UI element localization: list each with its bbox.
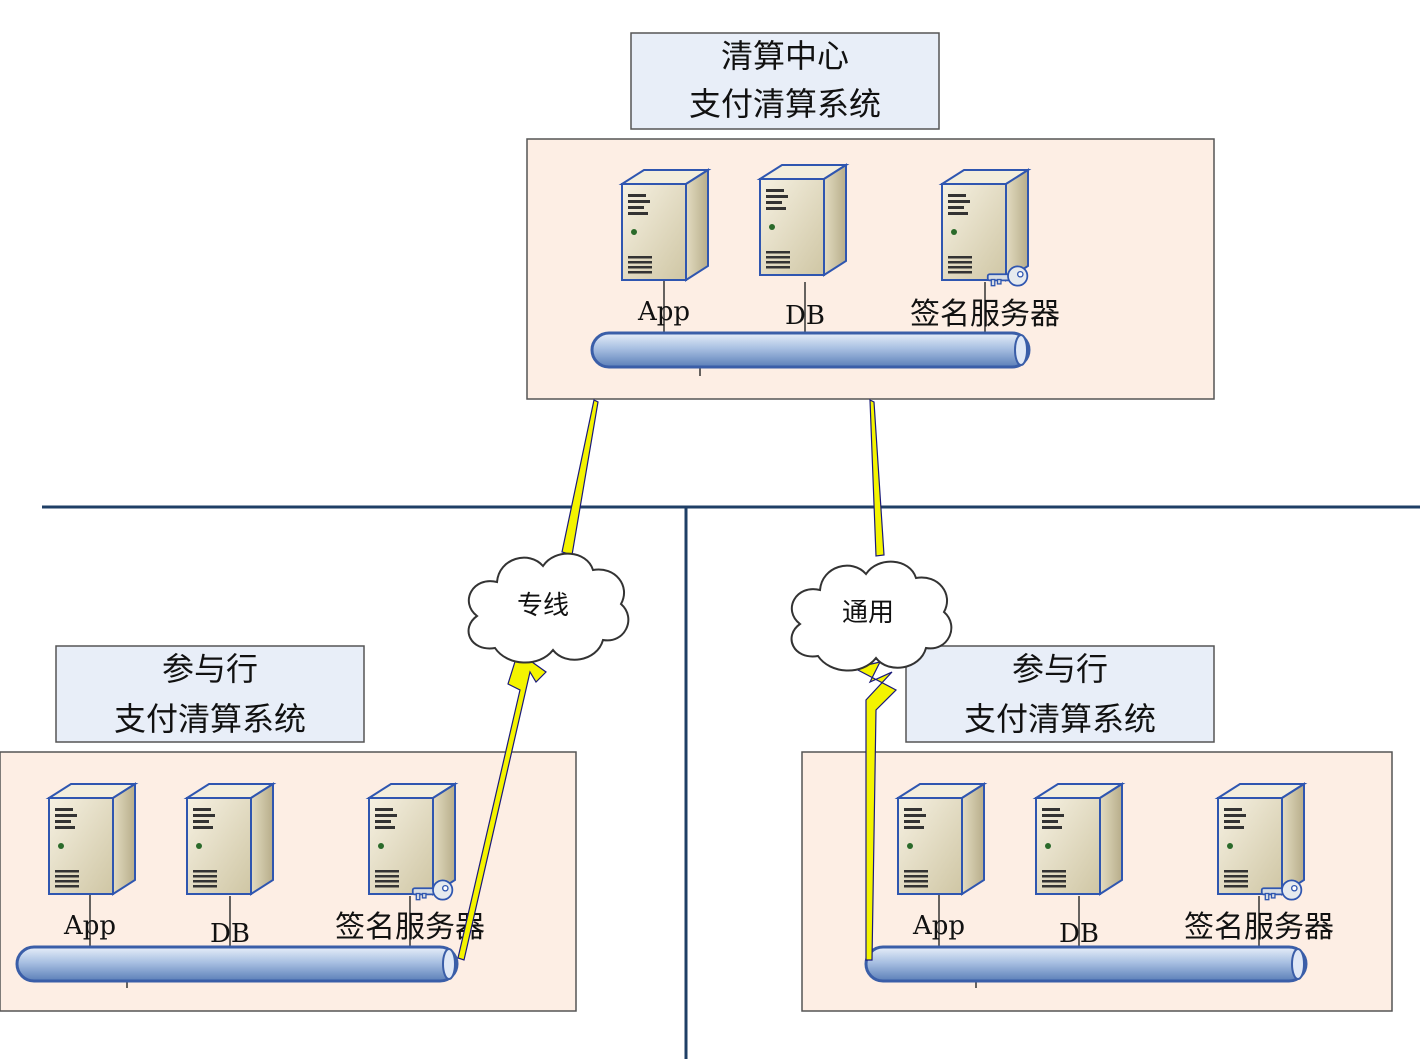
right-db-label: DB [1059, 919, 1099, 949]
right-title-box [905, 645, 1215, 743]
center-lan-bus [590, 331, 1031, 369]
left-lan-bus [15, 945, 459, 983]
left-signing-server-icon [368, 783, 456, 895]
right-title-line2: 支付清算系统 [964, 700, 1156, 738]
right-bank-zone: 参与行 支付清算系统 App DB 签名服务器 [801, 645, 1393, 1012]
center-title-box [630, 32, 940, 130]
center-title-line1: 清算中心 [721, 37, 849, 75]
left-db-server-icon [186, 783, 274, 895]
center-app-server-icon [621, 169, 709, 281]
center-db-server-icon [759, 164, 847, 276]
clearing-center-zone: 清算中心 支付清算系统 App DB 签名服务器 [526, 32, 1215, 400]
right-title-line1: 参与行 [1012, 650, 1108, 688]
right-lightning-bolt-icon [852, 661, 898, 961]
right-cloud-label: 通用 [842, 598, 894, 628]
center-signing-label: 签名服务器 [910, 297, 1060, 332]
center-app-label: App [637, 297, 690, 327]
left-wan-link: 专线 [457, 399, 630, 961]
left-cloud-label: 专线 [517, 591, 569, 621]
right-lan-bus [864, 945, 1308, 983]
right-app-label: App [912, 911, 965, 941]
left-lightning-bolt-icon [457, 651, 547, 961]
right-app-server-icon [897, 783, 985, 895]
left-db-label: DB [210, 919, 250, 949]
left-title-line1: 参与行 [162, 650, 258, 688]
left-title-line2: 支付清算系统 [114, 700, 306, 738]
left-signing-label: 签名服务器 [335, 910, 485, 945]
left-title-box [55, 645, 365, 743]
right-signing-label: 签名服务器 [1184, 910, 1334, 945]
left-app-label: App [63, 911, 116, 941]
right-db-server-icon [1035, 783, 1123, 895]
right-signing-server-icon [1217, 783, 1305, 895]
center-title-line2: 支付清算系统 [689, 85, 881, 123]
center-db-label: DB [785, 301, 825, 331]
right-wan-link: 通用 [790, 399, 953, 961]
left-app-server-icon [48, 783, 136, 895]
center-signing-server-icon [941, 169, 1029, 281]
